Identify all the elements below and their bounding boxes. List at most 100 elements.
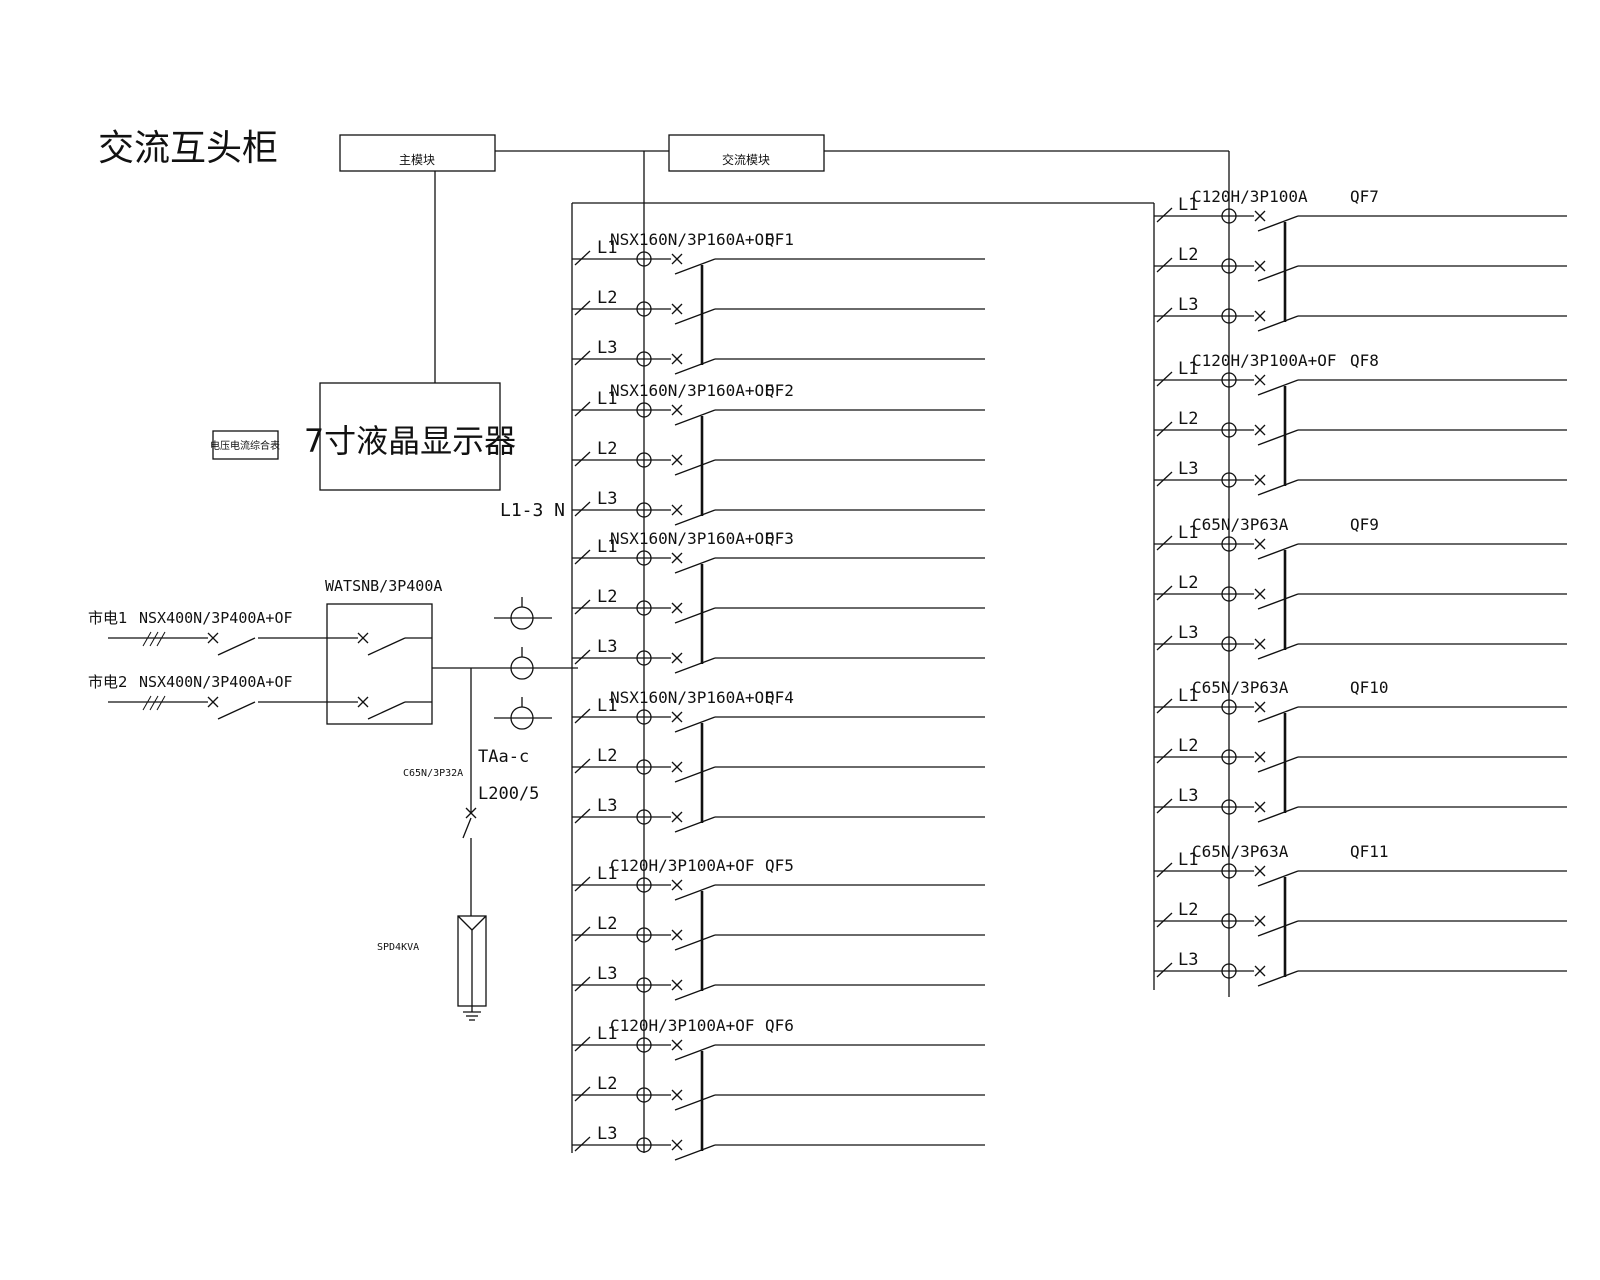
phase-label: L1 bbox=[1178, 195, 1198, 215]
ct-ring bbox=[1221, 586, 1237, 602]
main-module-label: 主模块 bbox=[399, 153, 435, 167]
ct-ring bbox=[1221, 699, 1237, 715]
ct-ring bbox=[1221, 536, 1237, 552]
breaker-spec: C120H/3P100A bbox=[1192, 187, 1308, 206]
branch-module-box bbox=[668, 134, 825, 172]
phase-tick bbox=[1156, 307, 1173, 323]
phase-label: L1 bbox=[597, 1024, 617, 1044]
phase-label: L1 bbox=[1178, 523, 1198, 543]
breaker-blade bbox=[674, 1144, 716, 1161]
phase-label: L3 bbox=[597, 338, 617, 358]
source-2: 市电2 NSX400N/3P400A+OF bbox=[88, 673, 327, 720]
breaker-blade bbox=[674, 607, 716, 624]
breaker-blade bbox=[1257, 265, 1299, 282]
phase-label: L1 bbox=[1178, 850, 1198, 870]
source-breaker-spec: NSX400N/3P400A+OF bbox=[139, 673, 293, 691]
phase-tick bbox=[1156, 207, 1173, 223]
breaker-spec: C120H/3P100A+OF bbox=[610, 1016, 755, 1035]
ct-ring bbox=[636, 977, 652, 993]
phase-label: L2 bbox=[597, 587, 617, 607]
phase-tick bbox=[574, 1086, 591, 1102]
breaker-blade bbox=[674, 308, 716, 325]
ats-label: WATSNB/3P400A bbox=[325, 577, 442, 595]
ct-ring bbox=[636, 502, 652, 518]
phase-tick bbox=[574, 926, 591, 942]
ct-ring bbox=[636, 927, 652, 943]
breaker-spec: C65N/3P63A bbox=[1192, 678, 1289, 697]
breaker-blade bbox=[1257, 756, 1299, 773]
breaker-id: QF11 bbox=[1350, 842, 1389, 861]
cabinet-title: 交流互头柜 bbox=[98, 128, 278, 169]
ct-ring bbox=[636, 550, 652, 566]
breaker-id: QF4 bbox=[765, 688, 794, 707]
phase-tick bbox=[1156, 257, 1173, 273]
breaker-spec: NSX160N/3P160A+OF bbox=[610, 230, 774, 249]
breaker-blade bbox=[674, 816, 716, 833]
bus-label: L1-3 N bbox=[500, 500, 565, 521]
breaker-blade bbox=[1257, 543, 1299, 560]
phase-tick bbox=[574, 250, 591, 266]
ct-ring bbox=[1221, 208, 1237, 224]
phase-label: L3 bbox=[597, 964, 617, 984]
source-1: 市电1 NSX400N/3P400A+OF bbox=[88, 609, 327, 656]
phase-label: L3 bbox=[597, 1124, 617, 1144]
ct-ring bbox=[1221, 799, 1237, 815]
breaker-id: QF5 bbox=[765, 856, 794, 875]
phase-tick bbox=[574, 758, 591, 774]
breaker-blade bbox=[1257, 593, 1299, 610]
breaker-blade bbox=[1257, 706, 1299, 723]
ct-ring bbox=[636, 600, 652, 616]
breaker-blade bbox=[674, 934, 716, 951]
breaker-blade bbox=[674, 984, 716, 1001]
ct-ring bbox=[636, 759, 652, 775]
phase-label: L1 bbox=[597, 537, 617, 557]
phase-label: L3 bbox=[1178, 295, 1198, 315]
ct-label-1: TAa-c bbox=[478, 747, 529, 767]
phase-tick bbox=[1156, 471, 1173, 487]
breaker-blade bbox=[674, 258, 716, 275]
main-module-box bbox=[339, 134, 496, 172]
ct-ring bbox=[1221, 963, 1237, 979]
spd-breaker-spec: C65N/3P32A bbox=[403, 768, 463, 779]
phase-label: L1 bbox=[1178, 359, 1198, 379]
phase-label: L2 bbox=[1178, 900, 1198, 920]
phase-label: L2 bbox=[597, 288, 617, 308]
branch-module-label: 交流模块 bbox=[722, 152, 770, 167]
ct-label-2: L200/5 bbox=[478, 784, 539, 804]
phase-label: L1 bbox=[597, 864, 617, 884]
breaker-id: QF10 bbox=[1350, 678, 1389, 697]
breaker-blade bbox=[1257, 970, 1299, 987]
phase-label: L3 bbox=[1178, 623, 1198, 643]
breaker-blade bbox=[674, 657, 716, 674]
phase-tick bbox=[1156, 635, 1173, 651]
phase-tick bbox=[574, 300, 591, 316]
breaker-spec: C65N/3P63A bbox=[1192, 842, 1289, 861]
breaker-blade bbox=[674, 409, 716, 426]
phase-tick bbox=[1156, 421, 1173, 437]
breaker-blade bbox=[1257, 379, 1299, 396]
breaker-blade bbox=[674, 766, 716, 783]
breaker-blade bbox=[674, 884, 716, 901]
phase-label: L1 bbox=[597, 238, 617, 258]
phase-tick bbox=[574, 649, 591, 665]
phase-label: L3 bbox=[597, 489, 617, 509]
ct-ring bbox=[1221, 636, 1237, 652]
breaker-spec: C120H/3P100A+OF bbox=[610, 856, 755, 875]
ct-ring bbox=[636, 251, 652, 267]
phase-tick bbox=[574, 708, 591, 724]
phase-label: L3 bbox=[1178, 459, 1198, 479]
spd-branch bbox=[457, 668, 487, 1021]
phase-label: L1 bbox=[597, 696, 617, 716]
phase-tick bbox=[574, 808, 591, 824]
ct-ring bbox=[636, 351, 652, 367]
breaker-blade bbox=[1257, 429, 1299, 446]
ct-ring bbox=[636, 877, 652, 893]
